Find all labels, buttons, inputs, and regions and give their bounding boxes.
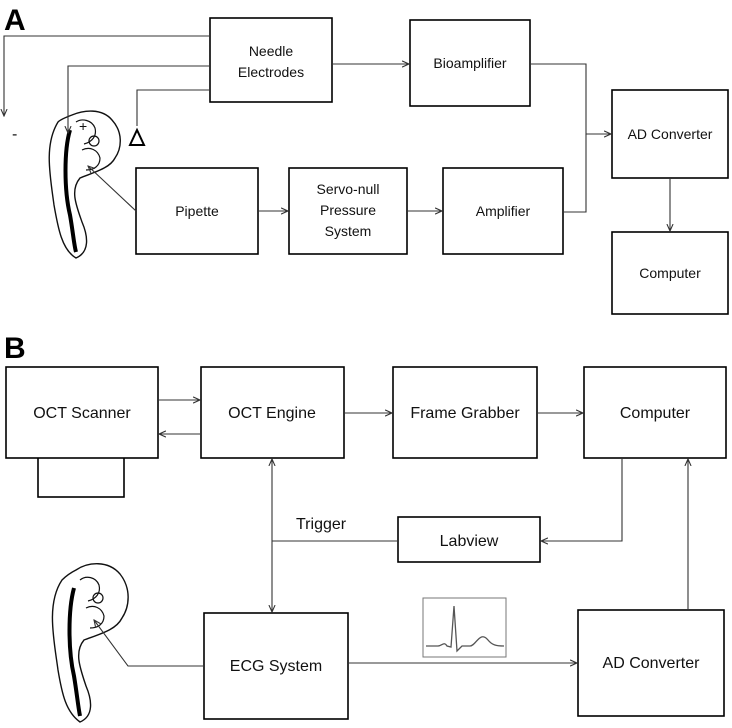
oct-scanner-box — [5, 366, 159, 459]
connector-electrode-plus — [68, 65, 210, 133]
embryo-b-illustration — [51, 563, 129, 723]
servo-null-label-2: Pressure — [320, 202, 376, 218]
connector-electrode-minus — [4, 35, 210, 116]
servo-null-label-3: System — [325, 223, 372, 239]
ad-converter-b-label: AD Converter — [603, 655, 701, 672]
ecg-system-label: ECG System — [230, 658, 322, 675]
embryo-a-illustration — [48, 110, 121, 259]
connector-bioamplifier-ad — [530, 63, 611, 134]
panel-a-label: A — [4, 4, 26, 37]
frame-grabber-label: Frame Grabber — [410, 405, 520, 422]
computer-a-box — [611, 231, 729, 315]
ecg-trace-icon — [422, 597, 507, 658]
minus-sign: - — [12, 126, 17, 143]
ecg-system-box — [203, 612, 349, 720]
servo-null-box — [288, 167, 408, 255]
computer-b-label: Computer — [620, 405, 691, 422]
oct-scanner-stand — [37, 456, 125, 498]
needle-electrodes-label-2: Electrodes — [238, 64, 304, 80]
bioamplifier-label: Bioamplifier — [433, 55, 506, 71]
amplifier-label: Amplifier — [476, 203, 531, 219]
trigger-label: Trigger — [296, 516, 347, 533]
ad-converter-a-box — [611, 89, 729, 179]
connector-amplifier-ad — [563, 134, 587, 213]
connector-computer-labview — [541, 458, 623, 541]
servo-null-label-1: Servo-null — [316, 181, 379, 197]
computer-b-box — [583, 366, 727, 459]
ground-triangle-icon — [128, 127, 146, 146]
labview-box — [397, 516, 541, 563]
panel-b-label: B — [4, 332, 26, 365]
pipette-label: Pipette — [175, 203, 219, 219]
needle-electrodes-box — [209, 17, 333, 103]
labview-label: Labview — [440, 533, 499, 550]
oct-engine-box — [200, 366, 345, 459]
connector-electrode-ground — [136, 89, 210, 126]
plus-sign: + — [79, 118, 87, 134]
oct-scanner-label: OCT Scanner — [33, 405, 131, 422]
connector-ecg-embryo — [94, 620, 204, 667]
needle-electrodes-label-1: Needle — [249, 43, 294, 59]
ad-converter-b-box — [577, 609, 725, 717]
connector-pipette-embryo — [88, 166, 137, 212]
amplifier-box — [442, 167, 564, 255]
computer-a-label: Computer — [639, 265, 701, 281]
ad-converter-a-label: AD Converter — [628, 126, 713, 142]
bioamplifier-box — [409, 19, 531, 107]
oct-engine-label: OCT Engine — [228, 405, 316, 422]
